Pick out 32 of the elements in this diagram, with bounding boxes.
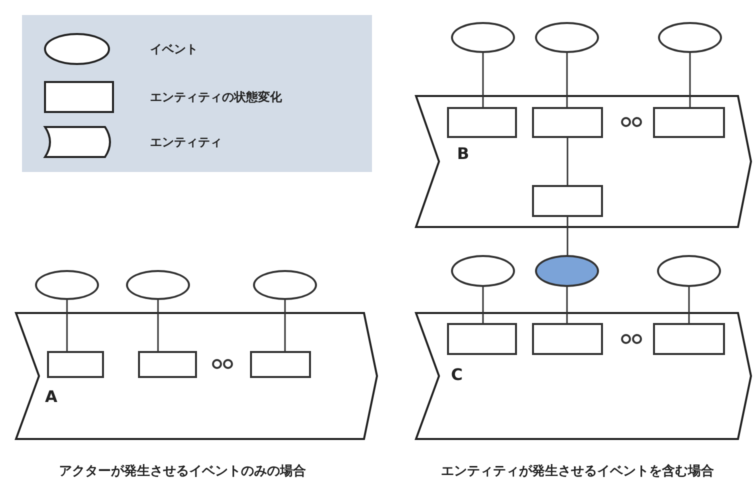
connector-line bbox=[566, 287, 568, 323]
connector-line bbox=[566, 217, 568, 255]
state-box bbox=[250, 351, 311, 378]
state-box bbox=[447, 323, 517, 355]
connector-line bbox=[284, 300, 286, 351]
caption: エンティティが発生させるイベントを含む場合 bbox=[440, 463, 715, 480]
connector-line bbox=[566, 53, 568, 107]
entity-band bbox=[415, 95, 752, 228]
state-box bbox=[653, 323, 725, 355]
entity-band bbox=[415, 312, 752, 440]
state-box bbox=[532, 107, 603, 138]
caption: アクターが発生させるイベントのみの場合 bbox=[58, 463, 307, 480]
band-letter: B bbox=[457, 145, 470, 163]
entity-band bbox=[15, 312, 378, 440]
connector-line bbox=[482, 287, 484, 323]
legend-text: エンティティ bbox=[150, 134, 222, 151]
state-box bbox=[138, 351, 197, 378]
state-box bbox=[532, 185, 603, 217]
state-box bbox=[532, 323, 603, 355]
band-letter: A bbox=[45, 388, 58, 406]
connector-line bbox=[566, 138, 568, 185]
connector-line bbox=[482, 53, 484, 107]
connector-line bbox=[66, 300, 68, 351]
connector-line bbox=[157, 300, 159, 351]
legend-text: エンティティの状態変化 bbox=[150, 89, 282, 106]
state-box bbox=[653, 107, 725, 138]
connector-line bbox=[689, 53, 691, 107]
band-letter: C bbox=[451, 366, 463, 384]
connector-line bbox=[688, 287, 690, 323]
legend-text: イベント bbox=[150, 41, 198, 58]
state-box bbox=[47, 351, 104, 378]
state-box bbox=[447, 107, 517, 138]
